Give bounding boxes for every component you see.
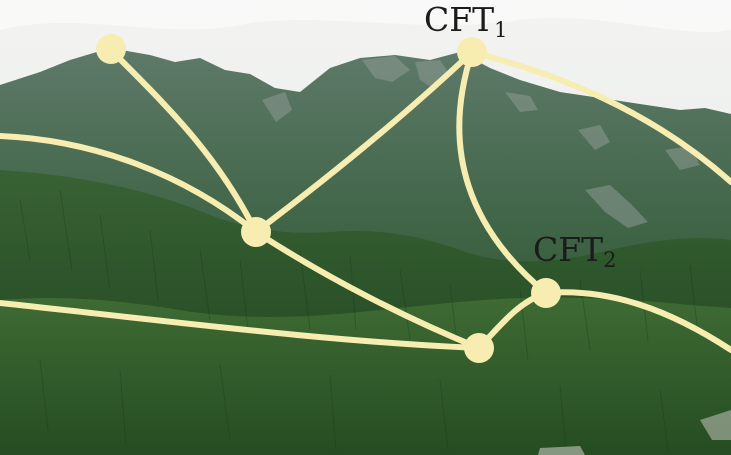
node-cft1 xyxy=(457,37,487,67)
clearing xyxy=(700,410,731,440)
node-cft2 xyxy=(531,278,561,308)
node-bottom xyxy=(464,333,494,363)
cft1-label: CFT1 xyxy=(424,0,508,41)
cloud xyxy=(0,0,731,33)
foreground-ridge xyxy=(0,297,731,455)
node-center xyxy=(241,217,271,247)
cft1-label-main: CFT xyxy=(424,0,495,39)
flow-lines xyxy=(0,47,731,353)
flow-line-left-upper xyxy=(0,133,259,235)
cft2-label-main: CFT xyxy=(533,230,604,269)
node-top-left xyxy=(96,34,126,64)
flow-line-cft1-to-cft2 xyxy=(456,49,549,296)
cft2-label: CFT2 xyxy=(533,230,617,271)
clearing xyxy=(538,446,585,455)
flow-line-center-to-bottom xyxy=(253,229,482,351)
flow-line-left-lower xyxy=(0,300,482,351)
rock-patches xyxy=(262,56,700,228)
flow-line-topleft-to-center xyxy=(108,47,259,235)
cft1-label-sub: 1 xyxy=(494,18,508,42)
flow-line-center-to-cft1 xyxy=(253,49,475,235)
flow-nodes xyxy=(96,34,561,363)
flow-line-cft1-right xyxy=(469,49,731,185)
flow-line-cft2-right xyxy=(543,289,731,353)
cft2-label-sub: 2 xyxy=(603,248,617,272)
